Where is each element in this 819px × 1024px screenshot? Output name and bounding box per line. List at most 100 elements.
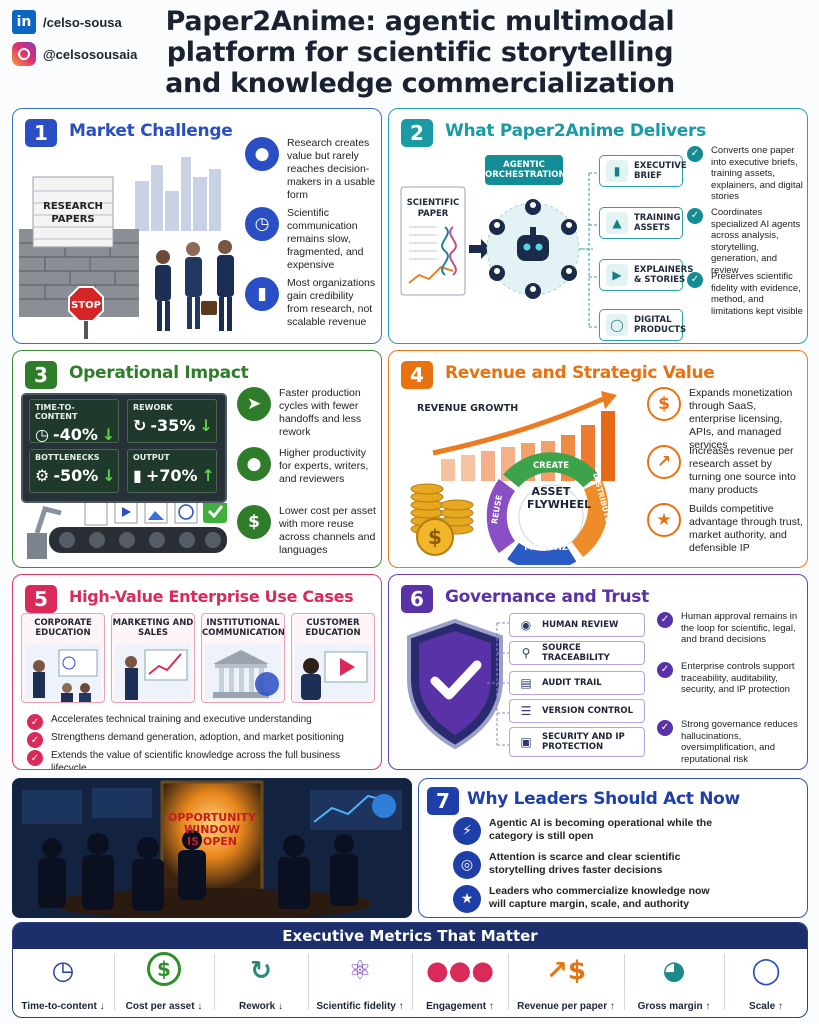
svg-text:SCIENTIFIC: SCIENTIFIC: [407, 198, 460, 208]
section-number: 5: [25, 585, 57, 613]
graduation-cap-icon: ▲: [606, 212, 628, 234]
output-label: DIGITAL PRODUCTS: [634, 315, 687, 335]
bullet-text: Coordinates specialized AI agents across…: [711, 207, 801, 276]
panel-use-cases: 5 High-Value Enterprise Use Cases CORPOR…: [12, 574, 382, 770]
clipboard-icon: ▤: [520, 676, 532, 690]
dollar-icon: $: [647, 387, 681, 421]
bullet-text: Enterprise controls support traceability…: [681, 661, 795, 695]
bullet-text: Accelerates technical training and execu…: [51, 714, 312, 725]
check-icon: ✓: [27, 714, 43, 730]
metric-label: Scale ↑: [749, 1001, 783, 1012]
section-title: Why Leaders Should Act Now: [467, 789, 740, 809]
asset-flywheel: [486, 452, 608, 565]
stopwatch-icon: ◷: [51, 956, 75, 986]
business-people: [155, 240, 234, 331]
control-source-traceability: ⚲SOURCE TRACEABILITY: [509, 641, 645, 665]
globe-icon: [174, 503, 198, 524]
market-challenge-illustration: RESEARCH PAPERS STOP: [19, 157, 234, 339]
metric-value: -35%: [150, 416, 196, 435]
stop-sign: [68, 286, 104, 339]
metric-value: +70%: [145, 466, 198, 485]
control-human-review: ◉HUMAN REVIEW: [509, 613, 645, 637]
output-executive-brief: ▮EXECUTIVE BRIEF: [599, 155, 687, 187]
bullet-item: ●Higher productivity for experts, writer…: [237, 447, 379, 486]
svg-text:PAPERS: PAPERS: [51, 214, 94, 225]
check-icon: ✓: [657, 612, 673, 628]
bullet-item: ✓ Accelerates technical training and exec…: [27, 713, 377, 730]
bullet-text: Faster production cycles with fewer hand…: [279, 387, 362, 438]
bullet-text: Scientific communication remains slow, f…: [287, 207, 364, 271]
section-number: 4: [401, 361, 433, 389]
use-case-marketing-sales: MARKETING AND SALES: [111, 613, 195, 703]
metric-cost-per-asset: $Cost per asset ↓: [116, 952, 212, 1012]
bullet-text: Extends the value of scientific knowledg…: [51, 750, 341, 770]
lightning-icon: ⚡: [453, 817, 481, 845]
section-number: 6: [401, 585, 433, 613]
metric-label: REWORK: [133, 403, 173, 412]
opportunity-window-text: OPPORTUNITY WINDOW IS OPEN: [162, 812, 262, 848]
screen-text-line: OPPORTUNITY: [167, 811, 256, 824]
screen-text-line: WINDOW: [183, 823, 241, 836]
metric-label: Engagement ↑: [426, 1001, 494, 1012]
instagram-handle[interactable]: @celsosousaia: [12, 42, 137, 66]
output-label: EXECUTIVE BRIEF: [634, 161, 687, 181]
bullet-text: Higher productivity for experts, writers…: [279, 447, 369, 485]
title-line: Paper2Anime: agentic multimodal: [165, 6, 675, 37]
bullet-item: ↗Increases revenue per research asset by…: [647, 445, 803, 497]
dollar-coin: [416, 518, 454, 556]
control-label: AUDIT TRAIL: [542, 678, 602, 688]
use-case-customer-education: CUSTOMER EDUCATION: [291, 613, 375, 703]
bullet-item: ◷ Scientific communication remains slow,…: [245, 207, 377, 272]
people-icon: ●: [245, 137, 279, 171]
conveyor-belt: [27, 503, 227, 559]
bullet-text: Agentic AI is becoming operational while…: [489, 817, 713, 842]
bullet-item: ◎Attention is scarce and clear scientifi…: [453, 851, 793, 879]
bullet-item: ✓Extends the value of scientific knowled…: [27, 749, 377, 770]
control-label: VERSION CONTROL: [542, 706, 634, 716]
people-icon: ●: [237, 447, 271, 481]
svg-text:RESEARCH: RESEARCH: [43, 201, 103, 212]
down-arrow-icon: ↓: [101, 425, 116, 444]
research-papers-stack: [32, 176, 114, 248]
screen-text-line: IS OPEN: [187, 835, 237, 848]
atom-icon: ⚛: [348, 956, 372, 986]
executive-metrics-title: Executive Metrics That Matter: [13, 923, 807, 949]
metric-time-to-content: ◷Time-to-content ↓: [14, 952, 112, 1012]
panel-revenue-value: 4 Revenue and Strategic Value REVENUE GR…: [388, 350, 808, 568]
bar-chart-icon: ▮: [133, 466, 142, 485]
shield-check-icon: [407, 618, 503, 750]
control-version-control: ☰VERSION CONTROL: [509, 699, 645, 723]
panel-operational-impact: 3 Operational Impact TIME-TO-CONTENT◷-40…: [12, 350, 382, 568]
use-case-label: CORPORATE EDUCATION: [34, 618, 92, 638]
svg-text:STOP: STOP: [71, 300, 101, 311]
play-icon: ▶: [606, 264, 628, 286]
metric-label: BOTTLENECKS: [35, 453, 100, 462]
svg-text:$: $: [428, 525, 442, 549]
metric-engagement: ●●● Engagement ↑: [414, 952, 506, 1012]
bullet-item: ✓Converts one paper into executive brief…: [687, 145, 805, 203]
target-icon: ◎: [453, 851, 481, 879]
metric-scientific-fidelity: ⚛Scientific fidelity ↑: [310, 952, 410, 1012]
document-icon: [84, 503, 108, 526]
bullet-text: Converts one paper into executive briefs…: [711, 145, 803, 202]
use-case-label: MARKETING AND SALES: [112, 618, 194, 638]
dollar-icon: $: [147, 952, 181, 986]
orchestration-label: AGENTIC ORCHESTRATION: [485, 155, 566, 185]
people-icon: ●●●: [425, 956, 495, 986]
person-check-icon: ◉: [520, 618, 532, 632]
stopwatch-icon: ◷: [35, 425, 49, 444]
bullet-item: $Lower cost per asset with more reuse ac…: [237, 505, 379, 557]
instagram-icon: [12, 42, 36, 66]
globe-icon: ◯: [751, 956, 781, 986]
bullet-item: ● Research creates value but rarely reac…: [245, 137, 377, 202]
refresh-icon: ↻: [250, 956, 272, 986]
down-arrow-icon: ↓: [199, 416, 213, 435]
flywheel-center-label: ASSET FLYWHEEL: [527, 485, 592, 511]
control-audit-trail: ▤ AUDIT TRAIL: [509, 671, 645, 695]
institution-building-illustration: [213, 650, 279, 698]
control-security-ip: ▣SECURITY AND IP PROTECTION: [509, 727, 645, 757]
bullet-text: Preserves scientific fidelity with evide…: [711, 271, 803, 317]
bullet-text: Increases revenue per research asset by …: [689, 445, 796, 496]
metric-label: Revenue per paper ↑: [517, 1001, 615, 1012]
linkedin-handle[interactable]: in /celso-sousa: [12, 10, 122, 34]
